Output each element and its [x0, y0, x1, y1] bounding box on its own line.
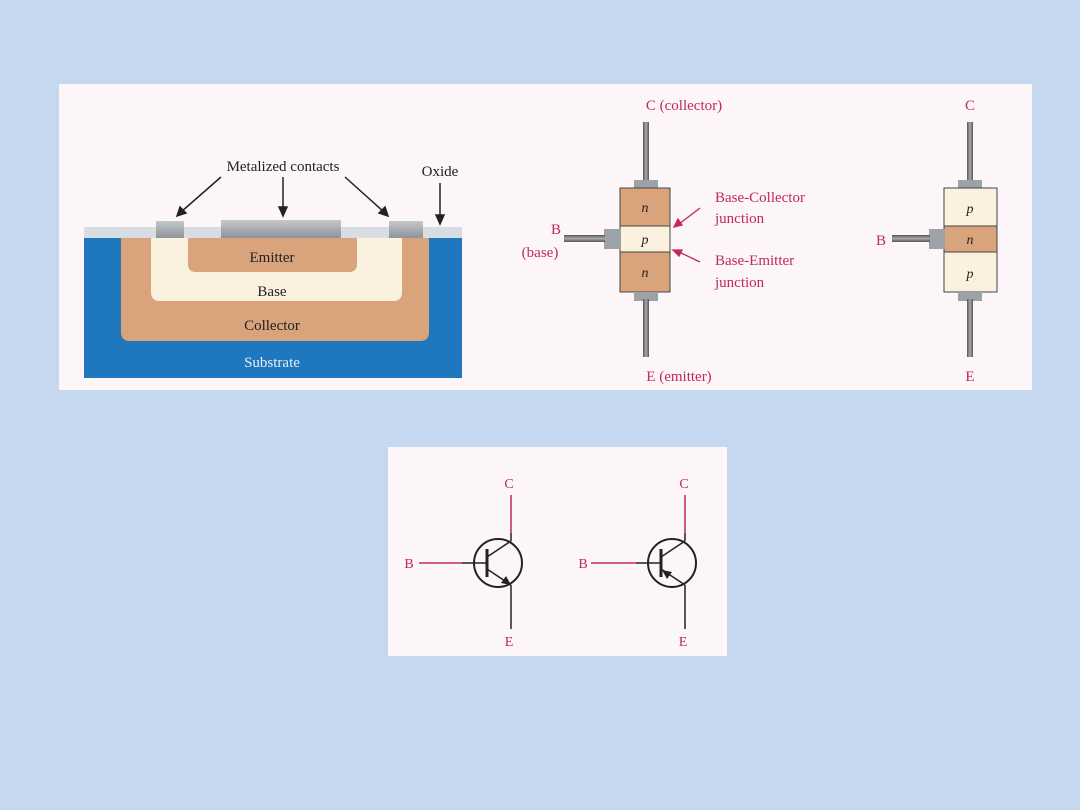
pnp-emitter-arrow	[662, 570, 672, 579]
oxide-label: Oxide	[422, 164, 459, 180]
bc-junction-line2: junction	[714, 211, 765, 227]
pnp-base-cap	[929, 229, 945, 249]
substrate-label: Substrate	[244, 355, 300, 371]
transistor-symbols-figure: C B E C B E	[404, 477, 697, 650]
transistor-structure-panel: Metalized contacts Oxide Emitter Base Co…	[59, 84, 1032, 390]
pnp-symbol-b-label: B	[578, 557, 587, 572]
pnp-emitter-cap	[958, 292, 982, 301]
npn-base-sub-label: (base)	[522, 245, 559, 261]
pnp-collector-label: C	[965, 98, 975, 114]
pnp-emitter-lead	[967, 299, 973, 357]
npn-layer-bottom-label: n	[642, 266, 649, 281]
npn-base-label: B	[551, 222, 561, 238]
npn-base-cap	[604, 229, 621, 249]
npn-collector-label: C (collector)	[646, 98, 722, 114]
npn-symbol-e-label: E	[505, 635, 514, 650]
transistor-structure-figure: Metalized contacts Oxide Emitter Base Co…	[84, 98, 998, 385]
contact-right	[389, 221, 423, 238]
contact-left	[156, 221, 184, 238]
pnp-layer-middle-label: n	[967, 233, 974, 248]
npn-symbol-c-label: C	[504, 477, 513, 492]
emitter-region	[188, 232, 357, 272]
pnp-layer-middle	[943, 225, 998, 253]
npn-symbol-b-label: B	[404, 557, 413, 572]
npn-layer-top	[619, 187, 671, 227]
npn-symbol: C B E	[404, 477, 523, 650]
metal-contact-arrows	[175, 176, 446, 226]
collector-label: Collector	[244, 318, 300, 334]
npn-layer-bottom	[619, 251, 671, 293]
npn-layer-top-label: n	[642, 201, 649, 216]
npn-emitter-lead	[643, 299, 649, 357]
npn-emitter-cap	[634, 292, 658, 301]
npn-emitter-arrow	[501, 576, 511, 585]
pnp-symbol-collector-inner	[660, 540, 686, 558]
npn-symbol-collector-inner	[486, 540, 512, 558]
base-label: Base	[257, 284, 287, 300]
pnp-emitter-label: E	[965, 369, 974, 385]
npn-emitter-label: E (emitter)	[646, 369, 711, 385]
pnp-symbol-c-label: C	[679, 477, 688, 492]
pnp-layer-top-label: p	[966, 202, 974, 217]
contact-center	[221, 220, 341, 238]
be-junction-line2: junction	[714, 275, 765, 291]
metal-contacts-label: Metalized contacts	[227, 159, 340, 175]
pnp-symbol: C B E	[578, 477, 697, 650]
be-junction-line1: Base-Emitter	[715, 253, 794, 269]
emitter-label: Emitter	[250, 250, 295, 266]
pnp-collector-cap	[958, 180, 982, 189]
npn-layer-middle	[619, 225, 671, 253]
junction-arrows	[671, 207, 701, 263]
npn-collector-lead	[643, 122, 649, 182]
cross-section: Metalized contacts Oxide Emitter Base Co…	[84, 159, 462, 378]
npn-layer-middle-label: p	[641, 233, 649, 248]
pnp-symbol-e-label: E	[679, 635, 688, 650]
pnp-layer-bottom-label: p	[966, 267, 974, 282]
pnp-layer-top	[943, 187, 998, 227]
transistor-symbols-panel: C B E C B E	[388, 447, 727, 656]
bc-junction-line1: Base-Collector	[715, 190, 805, 206]
pnp-base-lead	[892, 235, 930, 242]
npn-base-lead	[564, 235, 605, 242]
pnp-base-label: B	[876, 233, 886, 249]
pnp-structure: C p n p B E	[876, 98, 998, 385]
pnp-collector-lead	[967, 122, 973, 182]
npn-collector-cap	[634, 180, 658, 189]
npn-structure: C (collector) n p n B (base) Base-Collec…	[522, 98, 805, 385]
